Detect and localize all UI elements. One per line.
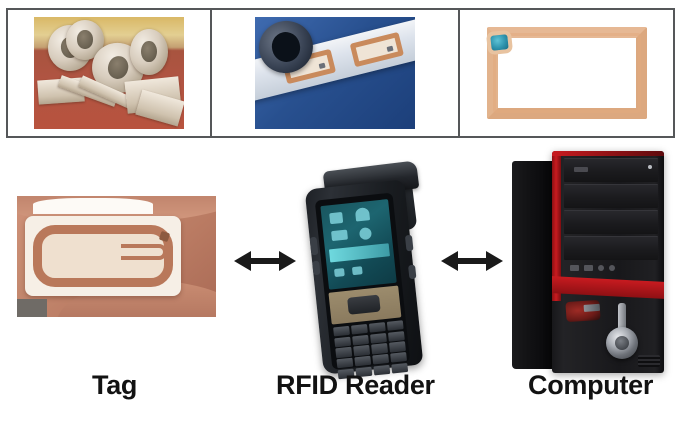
copper-antenna-loop <box>486 27 647 119</box>
photo-panel-tag-label-reels <box>8 10 210 136</box>
keypad-key <box>368 322 386 333</box>
screen-icon <box>354 207 371 222</box>
reader-side-button <box>408 264 417 280</box>
drive-bay <box>564 184 658 208</box>
photo-panel-antenna-coil <box>460 10 673 136</box>
screen-icon <box>331 229 348 242</box>
power-button[interactable] <box>606 327 638 359</box>
reader-body <box>304 179 424 380</box>
rfid-system-flow: Tag RFID Reader Computer <box>0 148 687 428</box>
reader-to-computer-arrow-icon <box>441 246 503 276</box>
antenna-coil-photo <box>476 18 657 128</box>
screen-icon <box>329 211 344 225</box>
tower-red-accent-band <box>552 276 664 299</box>
tag-backing-strip <box>33 198 153 214</box>
tag-to-reader-arrow-icon <box>234 246 296 276</box>
keypad-key <box>388 341 406 353</box>
tower-side-panel <box>512 161 554 369</box>
keypad-key <box>370 343 389 355</box>
drive-bay <box>564 236 658 260</box>
keypad-key <box>389 352 408 363</box>
tower-red-accent-edge <box>552 151 561 301</box>
label-reel-icon <box>130 29 168 75</box>
keypad-key <box>334 336 352 348</box>
usb-port-icon <box>584 265 593 271</box>
keypad-key <box>387 330 405 342</box>
rfid-reader-photo <box>304 160 428 380</box>
status-led-icon <box>648 165 652 169</box>
photo-corner-marker <box>17 299 47 317</box>
keypad-key <box>354 355 372 367</box>
optical-drive-bay <box>564 158 658 182</box>
label-computer: Computer <box>528 370 654 400</box>
keypad-key <box>336 357 354 369</box>
audio-jack-icon <box>598 265 604 271</box>
photo-panel-rfid-inlay-tape <box>210 10 460 136</box>
screen-highlight-bar <box>328 243 390 263</box>
keypad-key <box>386 320 404 332</box>
label-tag: Tag <box>92 370 138 400</box>
tower-red-accent-top <box>552 151 664 156</box>
reader-bezel <box>314 192 411 380</box>
rfid-chip-icon <box>489 34 509 51</box>
front-ports <box>570 264 630 272</box>
power-button-stem <box>618 303 626 331</box>
keypad-key <box>350 323 369 335</box>
vent-grille <box>638 355 660 367</box>
antenna-inner-trace <box>121 244 167 260</box>
keypad-key <box>353 345 371 357</box>
keypad-key <box>335 347 353 358</box>
drive-bay <box>564 210 658 234</box>
computer-tower-photo <box>512 151 672 376</box>
photo-panel-strip <box>6 8 675 138</box>
keypad-key <box>369 332 388 344</box>
screen-icon <box>351 266 363 276</box>
keypad-key <box>333 325 351 337</box>
reader-side-button <box>309 236 319 256</box>
reader-screen <box>320 199 397 290</box>
rfid-inlay-tape-photo <box>255 17 415 129</box>
screen-icon <box>358 227 373 241</box>
screen-icon <box>334 268 345 278</box>
tag-label-reels-photo <box>34 17 184 129</box>
reader-side-button <box>312 260 321 276</box>
tower-front-panel <box>552 151 664 373</box>
manufacturer-logo <box>565 299 601 323</box>
reader-nav-key <box>347 294 381 315</box>
usb-port-icon <box>570 265 579 271</box>
audio-jack-icon <box>609 265 615 271</box>
label-reel-icon <box>66 20 104 60</box>
antenna-coil-icon <box>349 31 405 68</box>
keypad-key <box>352 334 370 346</box>
tag-photo <box>17 196 216 317</box>
rfid-inlay <box>25 216 181 296</box>
label-rfid-reader: RFID Reader <box>276 370 435 400</box>
reader-side-button <box>404 234 414 252</box>
keypad-key <box>372 353 390 365</box>
